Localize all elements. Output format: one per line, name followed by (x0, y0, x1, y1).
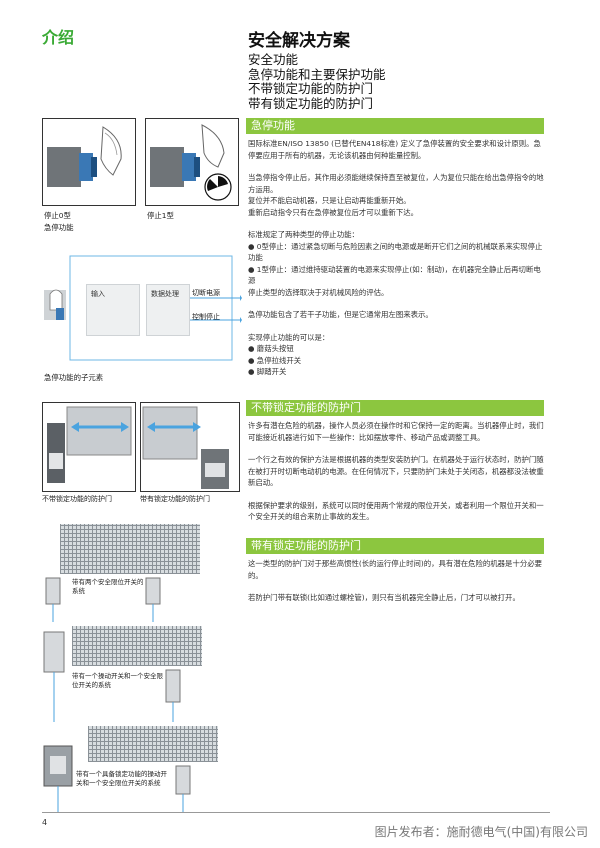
emergency-caption: 急停功能 (44, 223, 74, 232)
title-block: 安全解决方案 安全功能 急停功能和主要保护功能 不带锁定功能的防护门 带有锁定功… (248, 26, 386, 111)
emergency-p3: 标准规定了两种类型的停止功能： (248, 230, 359, 239)
emergency-item-mushroom: ● 蘑菇头按钮 (248, 344, 294, 353)
section-header-no-lock: 不带锁定功能的防护门 (246, 400, 544, 416)
input-label: 输入 (91, 290, 105, 298)
system3-switches-icon (43, 745, 191, 812)
with-lock-p1: 这一类型的防护门对于那些高惯性(长的运行停止时间)的，具有潜在危险的机器是十分必… (248, 559, 543, 580)
no-lock-p2: 一个行之有效的保护方法是根据机器的类型安装防护门。在机器处于运行状态时，防护门随… (248, 455, 544, 487)
stop0-illustration (42, 118, 136, 206)
page-title: 安全解决方案 (248, 31, 350, 51)
emergency-body: 国际标准EN/ISO 13850 (已替代EN418标准) 定义了急停装置的安全… (248, 138, 548, 378)
with-lock-body: 这一类型的防护门对于那些高惯性(长的运行停止时间)的，具有潜在危险的机器是十分必… (248, 558, 548, 615)
no-lock-p3: 根据保护要求的级别，系统可以同时使用两个常规的限位开关，或者利用一个限位开关和一… (248, 500, 544, 522)
guard-no-lock-caption: 不带锁定功能的防护门 (42, 495, 112, 503)
processing-box: 数据处理 (146, 284, 190, 336)
emergency-p1: 国际标准EN/ISO 13850 (已替代EN418标准) 定义了急停装置的安全… (248, 139, 541, 160)
system1-switches-icon (45, 577, 161, 622)
system2-label: 带有一个操动开关和一个安全限位开关的系统 (72, 672, 163, 689)
system2-switches-icon (43, 631, 181, 722)
system1-label: 带有两个安全限位开关的系统 (72, 578, 144, 595)
section-intro-label: 介绍 (42, 28, 75, 47)
stop1-button-icon (150, 124, 232, 201)
system-actuator-and-limit: 带有一个操动开关和一个安全限位开关的系统 (42, 622, 242, 722)
system-locking-actuator: 带有一个具备锁定功能的操动开关和一个安全限位开关的系统 (42, 722, 242, 812)
emergency-p2c: 重新启动指令只有在急停被复位后才可以重新下达。 (248, 207, 418, 217)
diagram-connectors (44, 255, 242, 361)
cut-power-label: 切断电源 (192, 289, 220, 297)
diagram-caption: 急停功能的子元素 (44, 373, 104, 382)
guard-mesh-2 (72, 626, 202, 666)
emergency-p6: 实现停止功能的可以是： (248, 332, 330, 342)
stop1-caption: 停止1型 (147, 211, 174, 220)
image-credit: 图片发布者：施耐德电气(中国)有限公司 (374, 825, 588, 839)
stop0-button-icon (47, 126, 122, 187)
processing-label: 数据处理 (151, 290, 179, 298)
emergency-p2a: 当急停指令停止后，其作用必须能继续保持直至被复位，人为复位只能在给出急停指令的地… (248, 173, 544, 194)
system-two-limit-switches: 带有两个安全限位开关的系统 (42, 518, 242, 622)
guard-no-lock-illustration (42, 402, 136, 492)
emergency-bullet-stop1: ● 1型停止：通过维持驱动装置的电源来实现停止(如：制动)，在机器完全静止后再切… (248, 264, 541, 286)
guard-with-lock-icon (142, 406, 229, 489)
emergency-item-foot: ● 脚踏开关 (248, 367, 287, 376)
guard-with-lock-caption: 带有锁定功能的防护门 (140, 495, 210, 503)
stop0-caption: 停止0型 (44, 211, 71, 220)
guard-with-lock-illustration (140, 402, 240, 492)
page-number: 4 (42, 818, 48, 827)
no-lock-p1: 许多有潜在危险的机器，操作人员必须在操作时和它保持一定的距离。当机器停止时，我们… (248, 421, 544, 442)
emergency-p4: 停止类型的选择取决于对机械风险的评估。 (248, 287, 389, 297)
guard-no-lock-icon (47, 406, 132, 483)
control-stop-label: 控制停止 (192, 313, 220, 321)
subtitle-4: 带有锁定功能的防护门 (248, 95, 374, 111)
emergency-bullet-stop0: ● 0型停止：通过紧急切断与危险因素之间的电源或是断开它们之间的机械联系来实现停… (248, 241, 543, 263)
emergency-p2b: 复位并不能启动机器，只是让启动再能重新开始。 (248, 196, 411, 205)
system3-label: 带有一个具备锁定功能的操动开关和一个安全限位开关的系统 (76, 770, 167, 787)
section-header-with-lock: 带有锁定功能的防护门 (246, 538, 544, 554)
footer-divider (42, 812, 550, 813)
subtitle-1: 安全功能 (248, 52, 299, 67)
with-lock-p2: 若防护门带有联锁(比如通过螺栓管)，则只有当机器完全静止后，门才可以被打开。 (248, 593, 520, 602)
subtitle-3: 不带锁定功能的防护门 (248, 81, 374, 96)
emergency-item-pullwire: ● 急停拉线开关 (248, 355, 302, 365)
guard-mesh (60, 524, 200, 574)
emergency-subfunction-diagram: 输入 数据处理 切断电源 控制停止 (42, 250, 242, 368)
no-lock-body: 许多有潜在危险的机器，操作人员必须在操作时和它保持一定的距离。当机器停止时，我们… (248, 420, 548, 534)
stop1-illustration (145, 118, 239, 206)
guard-mesh-3 (88, 726, 218, 762)
emergency-p5: 急停功能包含了若干子功能，但是它通常用左图来表示。 (248, 310, 433, 319)
section-header-emergency: 急停功能 (246, 118, 544, 134)
input-box: 输入 (86, 284, 140, 336)
subtitle-2: 急停功能和主要保护功能 (248, 66, 386, 82)
